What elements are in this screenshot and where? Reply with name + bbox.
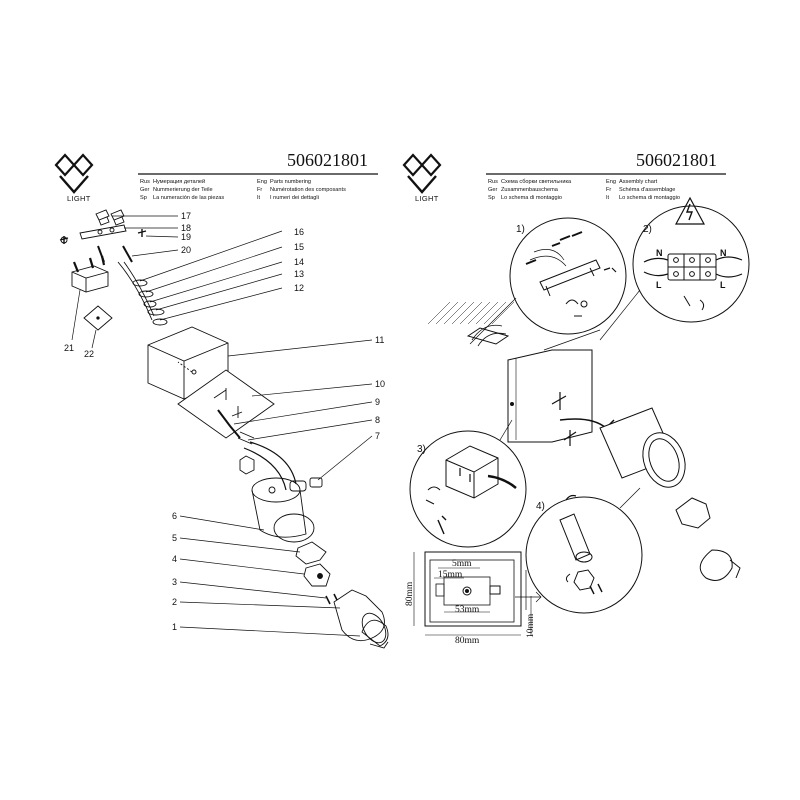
dimension-label: 10mm	[526, 613, 536, 638]
right-lang-code: Rus	[488, 179, 498, 185]
step-label: 3)	[417, 444, 426, 455]
dimension-drawing	[413, 551, 542, 636]
right-logo-icon	[402, 153, 442, 194]
detail-step-2	[599, 196, 750, 341]
dimension-labels: 5mm 15mm 53mm 80mm 80mm 10mm	[405, 559, 536, 646]
left-lang-text: Parts numbering	[270, 179, 311, 185]
part-number: 5	[172, 533, 177, 543]
left-lang-text: Нумерация деталей	[153, 178, 205, 185]
right-page: LIGHT 506021801 Rus Схема сборки светиль…	[402, 150, 750, 646]
part-number: 19	[181, 232, 191, 242]
part-number: 10	[375, 379, 385, 389]
part-number: 18	[181, 223, 191, 233]
left-lang-text: Numérotation des composants	[270, 187, 346, 193]
part-number: 21	[64, 343, 74, 353]
part-number: 9	[375, 397, 380, 407]
terminal-l-label: L	[720, 280, 726, 290]
right-product-code: 506021801	[636, 150, 717, 170]
part-number: 11	[375, 335, 384, 345]
terminal-n-label: N	[656, 248, 663, 258]
part-number: 2	[172, 597, 177, 607]
right-lang-text: Lo schema di montaggio	[619, 195, 680, 201]
left-page: LIGHT 506021801 Rus Нумерация деталей Ge…	[54, 150, 389, 649]
left-lang-text: I numeri dei dettagli	[270, 195, 319, 201]
left-product-code: 506021801	[287, 150, 368, 170]
dimension-label: 5mm	[452, 559, 472, 569]
step-label: 1)	[516, 224, 525, 235]
right-lang-code: Eng	[606, 179, 616, 185]
right-lang-text: Zusammenbauschema	[501, 187, 559, 193]
dimension-label: 80mm	[455, 636, 480, 646]
left-leader-lines	[71, 215, 373, 637]
right-lang-code: It	[606, 195, 610, 201]
part-number: 3	[172, 577, 177, 587]
part-number: 12	[294, 283, 304, 293]
part-number: 15	[294, 242, 304, 252]
right-lang-text: Lo schema di montaggio	[501, 195, 562, 201]
left-header-labels: Rus Нумерация деталей Ger Nummerierung d…	[140, 178, 346, 201]
part-number: 22	[84, 349, 94, 359]
left-lang-code: Sp	[140, 195, 147, 201]
part-number: 4	[172, 554, 177, 564]
detail-step-4	[525, 487, 643, 614]
dimension-label: 15mm	[438, 570, 463, 580]
left-lang-code: It	[257, 195, 261, 201]
part-number: 1	[172, 622, 177, 632]
exploded-parts-drawing	[59, 209, 389, 649]
step-label: 4)	[536, 501, 545, 512]
right-lang-text: Схема сборки светильника	[501, 179, 572, 185]
left-lang-code: Eng	[257, 179, 267, 185]
part-number: 7	[375, 431, 380, 441]
left-lang-code: Ger	[140, 187, 149, 193]
detail-step-3	[409, 419, 527, 548]
part-number: 20	[181, 245, 191, 255]
part-number: 14	[294, 257, 304, 267]
part-number: 16	[294, 227, 304, 237]
left-lang-code: Fr	[257, 187, 262, 193]
left-lang-text: La numeración de las piezas	[153, 195, 224, 201]
left-part-numbers: 17 18 19 20 16 15 14 13 12 21 22 11 10 9…	[64, 211, 385, 632]
part-number: 6	[172, 511, 177, 521]
terminal-l-label: L	[656, 280, 662, 290]
left-lang-code: Rus	[140, 179, 150, 185]
part-number: 8	[375, 415, 380, 425]
right-lang-text: Schéma d'assemblage	[619, 187, 675, 193]
right-lang-text: Assembly chart	[619, 179, 658, 185]
right-logo-text: LIGHT	[415, 194, 439, 203]
left-logo-icon	[54, 153, 94, 194]
step-label: 2)	[643, 224, 652, 235]
terminal-labels: 2) N L N L	[643, 224, 727, 290]
dimension-label: 53mm	[455, 605, 480, 615]
detail-step-1	[469, 217, 627, 351]
terminal-n-label: N	[720, 248, 727, 258]
left-lang-text: Nummerierung der Teile	[153, 187, 213, 193]
part-number: 13	[294, 269, 304, 279]
part-number: 17	[181, 211, 191, 221]
dimension-label: 80mm	[405, 581, 415, 606]
assembled-fixture	[466, 324, 741, 581]
wall-hatch	[427, 301, 515, 325]
left-logo-text: LIGHT	[67, 194, 91, 203]
right-lang-code: Sp	[488, 195, 495, 201]
right-lang-code: Fr	[606, 187, 611, 193]
right-header-labels: Rus Схема сборки светильника Ger Zusamme…	[488, 179, 680, 201]
right-lang-code: Ger	[488, 187, 497, 193]
